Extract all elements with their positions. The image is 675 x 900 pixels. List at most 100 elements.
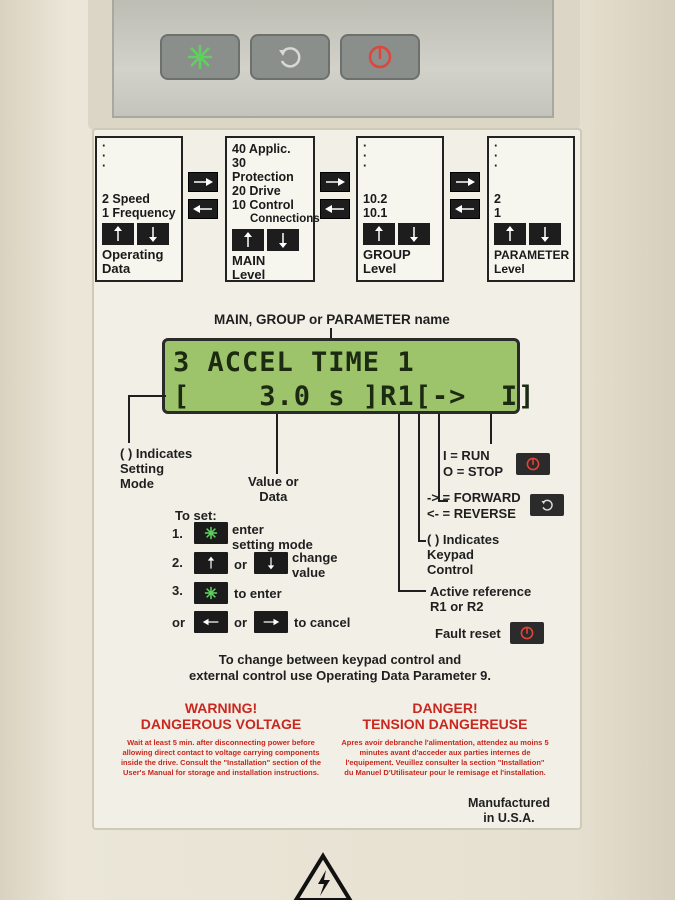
menu-label: Operating Data (102, 247, 164, 276)
run-stop-key[interactable] (340, 34, 420, 80)
manufactured-label: Manufactured in U.S.A. (468, 796, 550, 825)
up-key[interactable] (232, 229, 264, 251)
arrow-right-icon (326, 178, 345, 186)
power-icon (368, 45, 392, 69)
fault-reset-key-icon (510, 622, 544, 644)
down-key[interactable] (137, 223, 169, 245)
keypad-external-note: To change between keypad control and ext… (189, 652, 491, 683)
callout-line (438, 500, 448, 502)
fault-reset-label: Fault reset (435, 626, 501, 641)
updown-keys (102, 223, 176, 245)
callout-line (128, 395, 166, 397)
or-text: or (234, 557, 247, 572)
left-key[interactable] (320, 199, 350, 219)
warning-french: DANGER! TENSION DANGEREUSE Apres avoir d… (340, 700, 550, 778)
lcd-line-2: [ 3.0 s ]R1[-> I] (173, 381, 536, 412)
menu-parameter-level: ··· 2 1 PARAMETER Level (487, 136, 575, 282)
lcd-display: 3 ACCEL TIME 1 [ 3.0 s ]R1[-> I] (162, 338, 534, 414)
arrow-left-icon (193, 205, 212, 213)
reverse-key-icon (530, 494, 564, 516)
step-number: 1. (172, 526, 183, 541)
warning-english: WARNING! DANGEROUS VOLTAGE Wait at least… (116, 700, 326, 778)
step-number: 3. (172, 583, 183, 598)
updown-keys (363, 223, 437, 245)
arrow-down-icon (267, 557, 275, 570)
reverse-label: <- = REVERSE (427, 506, 516, 521)
up-key[interactable] (102, 223, 134, 245)
menu-items: 2 Speed 1 Frequency (102, 192, 176, 220)
asterisk-icon (188, 45, 212, 69)
menu-label: PARAMETER Level (494, 248, 570, 276)
power-icon (526, 457, 540, 471)
rotate-icon (279, 47, 301, 68)
warning-title: WARNING! DANGEROUS VOLTAGE (140, 700, 302, 732)
arrow-up-icon (114, 226, 122, 241)
up-key-icon (194, 552, 228, 574)
arrow-down-icon (149, 227, 157, 242)
step-3-text: to enter (234, 586, 282, 601)
step-2-text: change value (292, 550, 338, 580)
instructions-title: To set: (175, 508, 217, 523)
arrow-up-icon (506, 226, 514, 241)
arrow-left-icon (325, 205, 344, 213)
enter-key-icon (194, 582, 228, 604)
callout-line (128, 395, 130, 443)
menu-item: 30 Protection (232, 156, 294, 184)
step-number: 2. (172, 555, 183, 570)
warning-text: Apres avoir debranche l'alimentation, at… (341, 738, 549, 777)
reverse-key[interactable] (250, 34, 330, 80)
down-key[interactable] (267, 229, 299, 251)
menu-item: 1 (494, 206, 501, 220)
warning-title: DANGER! TENSION DANGEREUSE (362, 700, 528, 732)
arrow-right-icon (194, 178, 213, 186)
callout-line (398, 414, 400, 592)
arrow-up-icon (207, 556, 215, 569)
rotate-icon (541, 499, 553, 511)
run-stop-key-icon (516, 453, 550, 475)
down-key-icon (254, 552, 288, 574)
menu-label: MAIN Level (232, 253, 266, 282)
right-key-icon (254, 611, 288, 633)
left-key-icon (194, 611, 228, 633)
up-key[interactable] (494, 223, 526, 245)
callout-line (276, 414, 278, 474)
right-key[interactable] (188, 172, 218, 192)
lcd-line-1: 3 ACCEL TIME 1 (173, 347, 415, 378)
menu-item: 10.1 (363, 206, 388, 220)
arrow-down-icon (410, 227, 418, 242)
or-text: or (172, 615, 185, 630)
right-key[interactable] (320, 172, 350, 192)
menu-item: 2 (494, 192, 501, 206)
down-key[interactable] (398, 223, 430, 245)
up-key[interactable] (363, 223, 395, 245)
updown-keys (494, 223, 568, 245)
left-key[interactable] (450, 199, 480, 219)
menu-group-level: ··· 10.2 10.1 GROUP Level (356, 136, 444, 282)
menu-item: 10.2 (363, 192, 388, 206)
or-text: or (234, 615, 247, 630)
asterisk-icon (204, 586, 218, 600)
callout-line (398, 590, 426, 592)
menu-item: 1 Frequency (102, 206, 176, 220)
value-label: Value or Data (248, 474, 299, 504)
callout-line (438, 414, 440, 502)
arrow-left-icon (455, 205, 474, 213)
lcd-caption: MAIN, GROUP or PARAMETER name (214, 312, 450, 327)
arrow-down-icon (279, 233, 287, 248)
menu-item: 20 Drive (232, 184, 281, 198)
menu-main-level: 40 Applic. 30 Protection 20 Drive 10 Con… (225, 136, 320, 282)
enter-key[interactable] (160, 34, 240, 80)
arrow-left-icon (202, 618, 219, 626)
callout-line (418, 540, 426, 542)
callout-line (490, 414, 492, 444)
menu-item: 2 Speed (102, 192, 150, 206)
hazard-icon (293, 852, 353, 900)
arrow-up-icon (244, 232, 252, 247)
forward-label: -> = FORWARD (427, 490, 521, 505)
cancel-text: to cancel (294, 615, 351, 630)
power-icon (520, 626, 534, 640)
left-key[interactable] (188, 199, 218, 219)
keypad-control-label: ( ) Indicates Keypad Control (427, 532, 500, 577)
down-key[interactable] (529, 223, 561, 245)
right-key[interactable] (450, 172, 480, 192)
